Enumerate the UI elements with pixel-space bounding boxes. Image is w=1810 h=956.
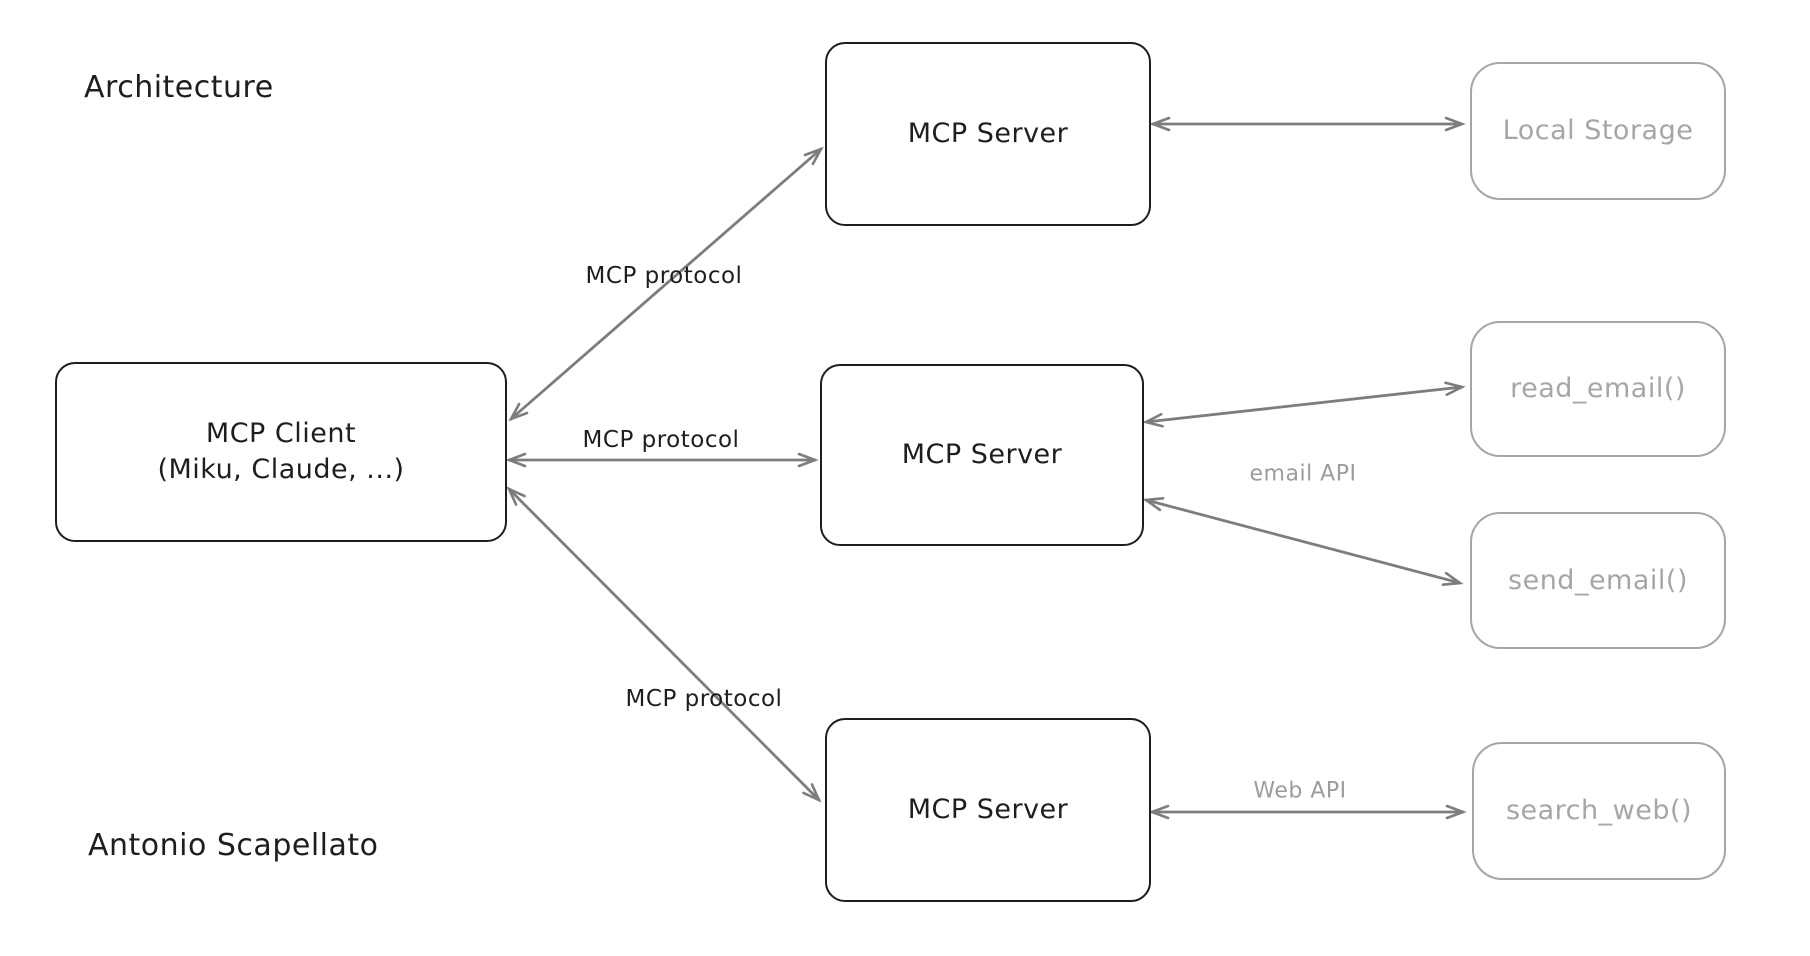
mcp-server-top-node: MCP Server xyxy=(825,42,1151,226)
arrow-server-mid-read-email xyxy=(1142,381,1466,428)
mcp-server-middle-node: MCP Server xyxy=(820,364,1144,546)
mcp-server-middle-label: MCP Server xyxy=(901,439,1063,471)
read-email-node: read_email() xyxy=(1470,321,1726,457)
send-email-node: send_email() xyxy=(1470,512,1726,649)
read-email-label: read_email() xyxy=(1510,373,1686,405)
search-web-label: search_web() xyxy=(1505,795,1693,827)
mcp-client-node: MCP Client (Miku, Claude, ...) xyxy=(55,362,507,542)
mcp-client-label: MCP Client xyxy=(205,418,357,450)
arrow-client-server-top xyxy=(508,146,824,422)
arrow-client-server-bottom xyxy=(506,486,822,803)
edge-label-web-api: Web API xyxy=(1253,778,1347,804)
arrow-server-mid-send-email xyxy=(1142,496,1464,587)
mcp-server-top-label: MCP Server xyxy=(907,118,1069,150)
author-name: Antonio Scapellato xyxy=(88,828,379,863)
mcp-server-bottom-label: MCP Server xyxy=(907,794,1069,826)
mcp-server-bottom-node: MCP Server xyxy=(825,718,1151,902)
diagram-title: Architecture xyxy=(84,70,274,105)
mcp-client-sublabel: (Miku, Claude, ...) xyxy=(157,454,405,485)
local-storage-node: Local Storage xyxy=(1470,62,1726,200)
edge-label-mcp-protocol-bottom: MCP protocol xyxy=(625,686,783,712)
edge-label-mcp-protocol-middle: MCP protocol xyxy=(582,427,740,453)
local-storage-label: Local Storage xyxy=(1502,115,1694,147)
edge-label-mcp-protocol-top: MCP protocol xyxy=(585,263,743,289)
search-web-node: search_web() xyxy=(1472,742,1726,880)
send-email-label: send_email() xyxy=(1508,564,1688,596)
edge-label-email-api: email API xyxy=(1249,461,1357,487)
